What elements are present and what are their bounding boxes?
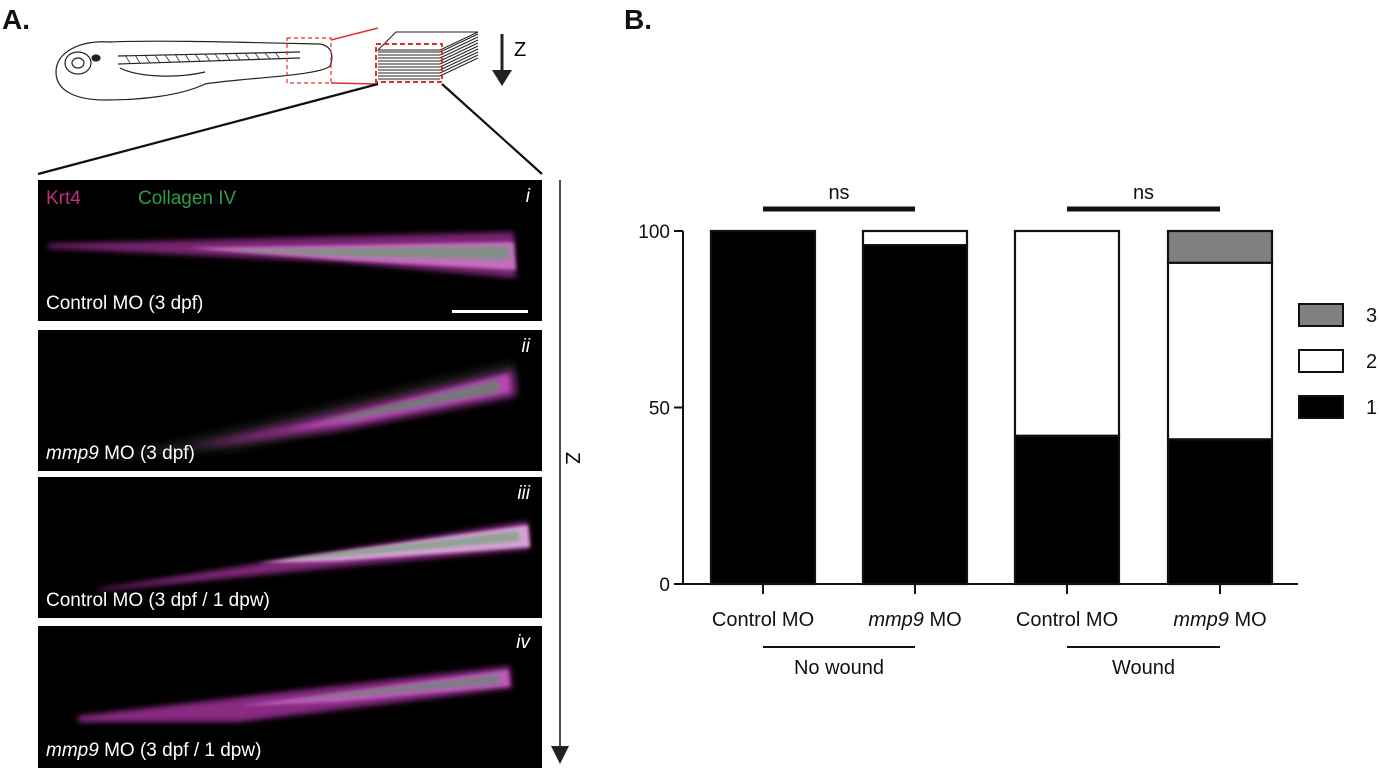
micrograph-caption-ii: mmp9 MO (3 dpf)	[46, 443, 195, 464]
group-label: No wound	[794, 657, 884, 679]
legend-label-2: 2	[1366, 351, 1377, 373]
micrograph-i: Krt4 Collagen IV i Control MO (3 dpf)	[38, 180, 542, 321]
z-label-top: Z	[514, 39, 526, 61]
stain-label-collagen-iv: Collagen IV	[138, 188, 237, 209]
y-tick-label: 50	[649, 399, 670, 420]
tail-roi-box	[286, 37, 332, 84]
bar-segment-series-1	[1013, 434, 1121, 586]
x-tick-label: mmp9 MO	[868, 609, 961, 631]
z-stack-icon	[376, 31, 479, 80]
tissue-image	[98, 360, 516, 460]
legend-label-3: 3	[1366, 305, 1377, 327]
stain-label-krt4: Krt4	[46, 188, 81, 209]
significance-label: ns	[828, 182, 849, 204]
micrograph-iv: iv mmp9 MO (3 dpf / 1 dpw)	[38, 626, 542, 768]
micrograph-roman-i: i	[525, 186, 530, 207]
micrograph-caption-iii: Control MO (3 dpf / 1 dpw)	[46, 590, 270, 611]
legend-swatch-2	[1298, 349, 1344, 373]
micrograph-iii: iii Control MO (3 dpf / 1 dpw)	[38, 477, 542, 618]
micrograph-roman-ii: ii	[521, 336, 530, 357]
zebrafish-larva-drawing	[55, 40, 333, 101]
z-arrow-top-icon	[492, 34, 512, 86]
tissue-image	[98, 521, 530, 591]
micrograph-caption-i: Control MO (3 dpf)	[46, 293, 204, 314]
micrograph-roman-iv: iv	[516, 632, 530, 653]
bar-segment-series-1	[709, 229, 817, 586]
y-tick-label: 100	[638, 222, 670, 243]
panel-label-b: B.	[624, 4, 652, 35]
micrograph-roman-iii: iii	[517, 483, 530, 504]
micrograph-ii: ii mmp9 MO (3 dpf)	[38, 330, 542, 471]
z-arrow-side-icon	[551, 180, 569, 764]
micrograph-caption-iv: mmp9 MO (3 dpf / 1 dpw)	[46, 740, 262, 761]
notochord-hatching	[124, 51, 281, 64]
bar-segment-series-2	[1013, 229, 1121, 437]
legend-label-1: 1	[1366, 397, 1377, 419]
x-tick-label: Control MO	[712, 609, 814, 631]
x-tick-label: mmp9 MO	[1173, 609, 1266, 631]
significance-label: ns	[1133, 182, 1154, 204]
scale-bar	[452, 310, 528, 313]
bar-segment-series-3	[1166, 229, 1274, 264]
bar-segment-series-2	[861, 229, 969, 247]
legend-swatch-3	[1298, 303, 1344, 327]
bar-segment-series-2	[1166, 261, 1274, 441]
group-label: Wound	[1112, 657, 1175, 679]
bar-segment-series-1	[861, 244, 969, 586]
x-tick-label: Control MO	[1016, 609, 1118, 631]
panel-label-a: A.	[2, 4, 30, 35]
bar-segment-series-1	[1166, 438, 1274, 586]
z-label-side: Z	[561, 452, 583, 464]
legend-swatch-1	[1298, 395, 1344, 419]
stack-roi-box	[375, 43, 443, 83]
y-tick-label: 0	[659, 575, 670, 596]
tissue-image	[48, 232, 516, 278]
tissue-image	[78, 666, 512, 722]
